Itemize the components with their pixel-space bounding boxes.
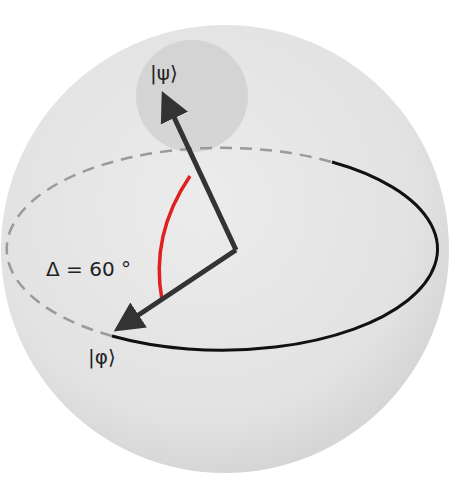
state-region: [136, 40, 248, 152]
equator-back: [7, 148, 332, 336]
equator-front: [112, 162, 437, 350]
phi-vector: [122, 250, 236, 326]
psi-vector: [166, 100, 236, 250]
angle-label: Δ = 60 °: [46, 258, 131, 280]
state-label: |ψ⟩: [150, 62, 178, 84]
sphere: [1, 25, 449, 473]
state-label: |φ⟩: [88, 346, 116, 368]
